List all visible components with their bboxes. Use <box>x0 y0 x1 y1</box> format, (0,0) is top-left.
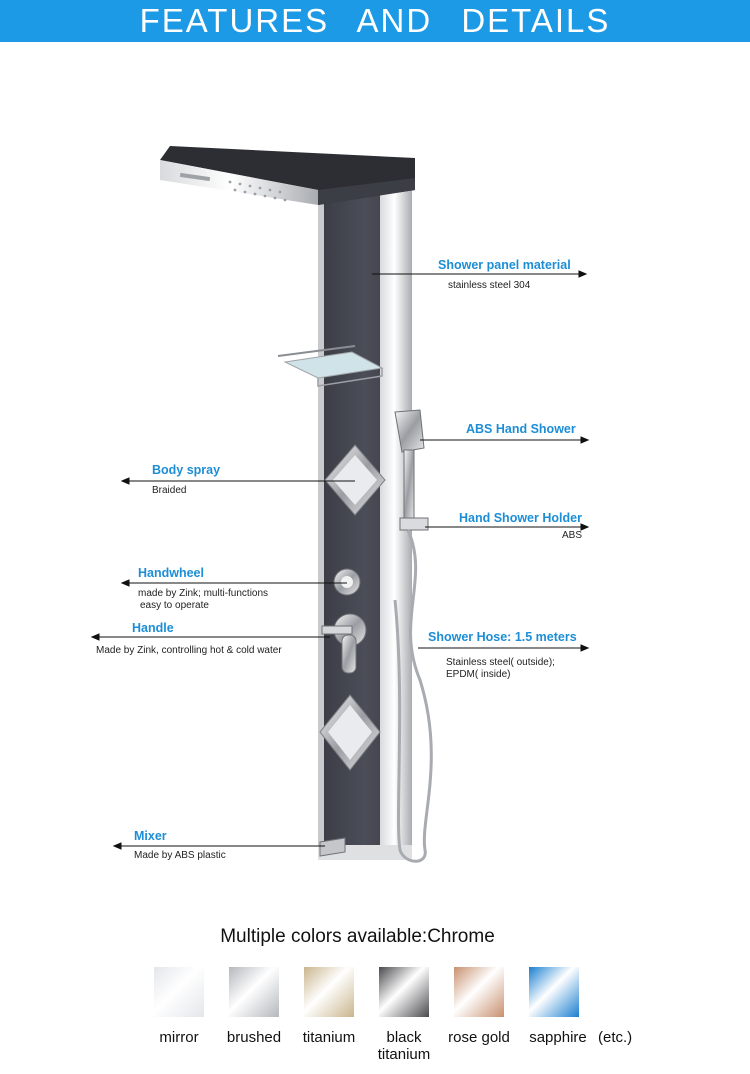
callout-hand-shower-holder-title: Hand Shower Holder <box>459 511 582 525</box>
callout-panel-material-title: Shower panel material <box>438 258 571 272</box>
swatch-label-black-titanium: black titanium <box>364 1029 444 1063</box>
shower-hose <box>393 529 433 863</box>
arrow-right-icon <box>580 523 590 531</box>
arrow-left-icon <box>112 842 122 850</box>
hand-shower <box>394 409 429 531</box>
callout-body-spray-desc: Braided <box>152 485 187 496</box>
body-spray-lower <box>319 694 381 771</box>
features-header: FEATURES AND DETAILS <box>0 0 750 42</box>
body-spray-upper <box>324 444 386 516</box>
callout-mixer-title: Mixer <box>134 829 167 843</box>
swatch-label-black: black <box>386 1029 422 1046</box>
swatch-label-mirror: mirror <box>159 1029 199 1046</box>
callout-handwheel-desc-1: made by Zink; multi-functions <box>138 588 269 599</box>
swatch-mirror <box>154 967 204 1017</box>
callout-handle-title: Handle <box>132 621 174 635</box>
glass-shelf <box>277 345 384 387</box>
callout-shower-hose-desc-1: Stainless steel( outside); <box>446 657 555 668</box>
swatch-label-titanium: titanium <box>302 1029 356 1046</box>
arrow-left-icon <box>90 633 100 641</box>
callout-mixer-desc: Made by ABS plastic <box>134 850 226 861</box>
arrow-left-icon <box>120 477 130 485</box>
header-title: FEATURES AND DETAILS <box>139 2 611 39</box>
arrow-right-icon <box>580 644 590 652</box>
panel-body <box>318 180 412 860</box>
arrow-left-icon <box>120 579 130 587</box>
callout-handwheel-title: Handwheel <box>138 566 204 580</box>
swatch-label-titanium-2: titanium <box>377 1046 431 1063</box>
swatch-label-rose-gold: rose gold <box>448 1029 510 1046</box>
swatch-black-titanium <box>379 967 429 1017</box>
colors-title: Multiple colors available:Chrome <box>220 926 495 947</box>
swatch-label-etc: (etc.) <box>598 1029 633 1046</box>
mixer-handle <box>321 613 367 674</box>
callout-hand-shower-holder-desc: ABS <box>562 530 583 541</box>
swatch-label-brushed: brushed <box>226 1029 282 1046</box>
arrow-right-icon <box>580 436 590 444</box>
callout-panel-material-desc: stainless steel 304 <box>448 280 531 291</box>
arrow-right-icon <box>578 270 588 278</box>
callout-abs-hand-shower-title: ABS Hand Shower <box>466 422 576 436</box>
callout-handwheel-desc-2: easy to operate <box>140 600 209 611</box>
mixer-spout <box>319 837 346 857</box>
handwheel-knob <box>333 568 361 596</box>
callout-shower-hose-desc-2: EPDM( inside) <box>446 669 511 680</box>
swatch-titanium <box>304 967 354 1017</box>
swatch-label-sapphire: sapphire <box>529 1029 587 1046</box>
callout-shower-hose-title: Shower Hose: 1.5 meters <box>428 630 577 644</box>
callout-handle-desc: Made by Zink, controlling hot & cold wat… <box>96 645 282 656</box>
swatch-sapphire <box>529 967 579 1017</box>
rain-shower-head <box>160 146 415 205</box>
swatch-rose-gold <box>454 967 504 1017</box>
callout-body-spray-title: Body spray <box>152 463 221 477</box>
swatch-brushed <box>229 967 279 1017</box>
